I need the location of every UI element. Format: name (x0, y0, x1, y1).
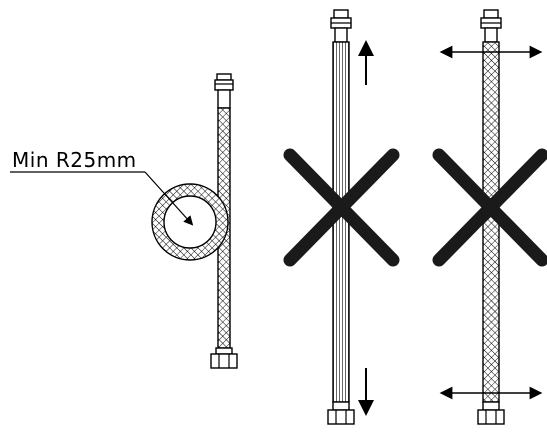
bottom-fitting (327, 401, 355, 425)
figure-stretch-prohibited (283, 9, 400, 425)
figure-twist-prohibited (432, 9, 547, 425)
bend-radius-label: Min R25mm (12, 148, 137, 172)
top-fitting (330, 9, 352, 43)
top-fitting (480, 9, 502, 43)
figure-bend-correct: Min R25mm (10, 73, 238, 369)
prohibited-cross (432, 148, 547, 267)
radius-leader (10, 171, 194, 226)
top-fitting (214, 73, 234, 109)
bottom-fitting (210, 347, 238, 369)
prohibited-cross (283, 148, 400, 267)
bottom-fitting (477, 401, 505, 425)
